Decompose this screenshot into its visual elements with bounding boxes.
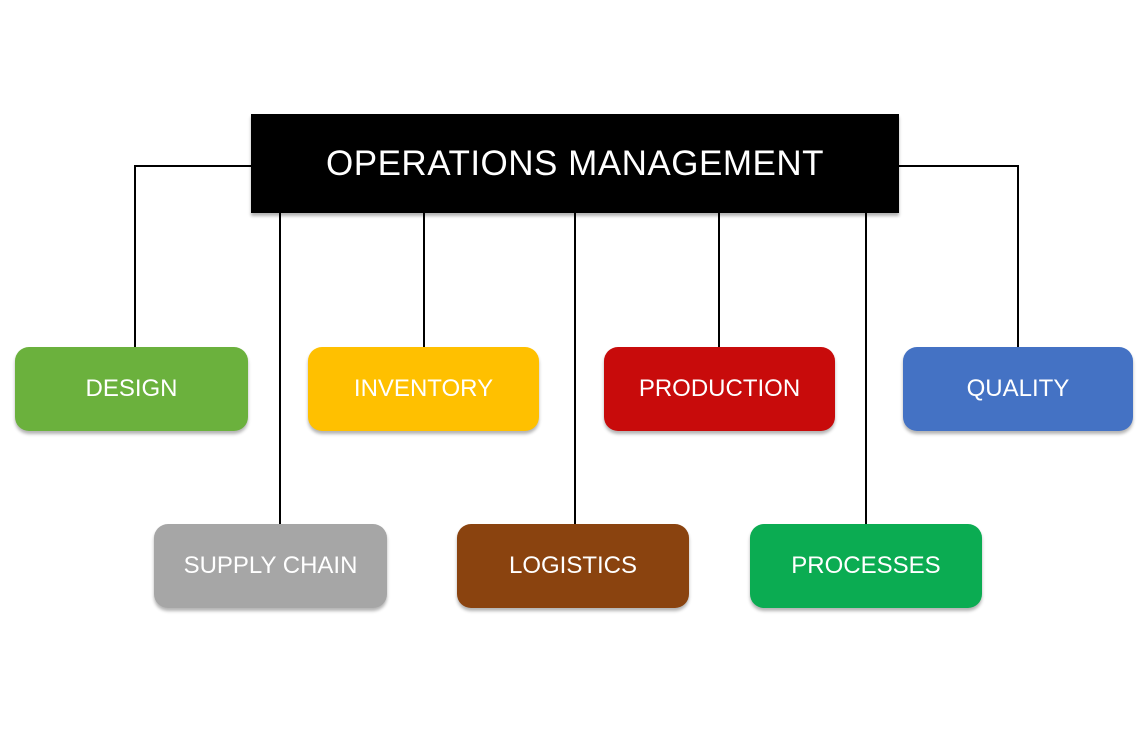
connector-root-to-design-horizontal bbox=[134, 165, 252, 167]
connector-root-to-quality-vertical bbox=[1017, 165, 1019, 349]
node-design-label: DESIGN bbox=[85, 375, 178, 402]
node-operations-management-label: OPERATIONS MANAGEMENT bbox=[326, 143, 824, 183]
node-quality: QUALITY bbox=[903, 347, 1133, 431]
node-inventory-label: INVENTORY bbox=[353, 375, 494, 402]
connector-root-to-quality-horizontal bbox=[898, 165, 1019, 167]
node-processes-label: PROCESSES bbox=[791, 552, 941, 579]
connector-root-to-design-vertical bbox=[134, 165, 136, 349]
node-design: DESIGN bbox=[15, 347, 248, 431]
connector-root-to-inventory bbox=[423, 213, 425, 349]
node-logistics: LOGISTICS bbox=[457, 524, 689, 608]
node-quality-label: QUALITY bbox=[966, 375, 1070, 402]
node-inventory: INVENTORY bbox=[308, 347, 539, 431]
node-production-label: PRODUCTION bbox=[638, 375, 801, 402]
node-supply-chain-label: SUPPLY CHAIN bbox=[183, 552, 358, 579]
node-production: PRODUCTION bbox=[604, 347, 835, 431]
connector-root-to-production bbox=[718, 213, 720, 349]
node-logistics-label: LOGISTICS bbox=[508, 552, 638, 579]
connector-root-to-supply-chain bbox=[279, 213, 281, 525]
node-processes: PROCESSES bbox=[750, 524, 982, 608]
connector-root-to-processes bbox=[865, 213, 867, 525]
connector-root-to-logistics bbox=[574, 213, 576, 525]
node-supply-chain: SUPPLY CHAIN bbox=[154, 524, 387, 608]
node-operations-management: OPERATIONS MANAGEMENT bbox=[251, 114, 899, 213]
